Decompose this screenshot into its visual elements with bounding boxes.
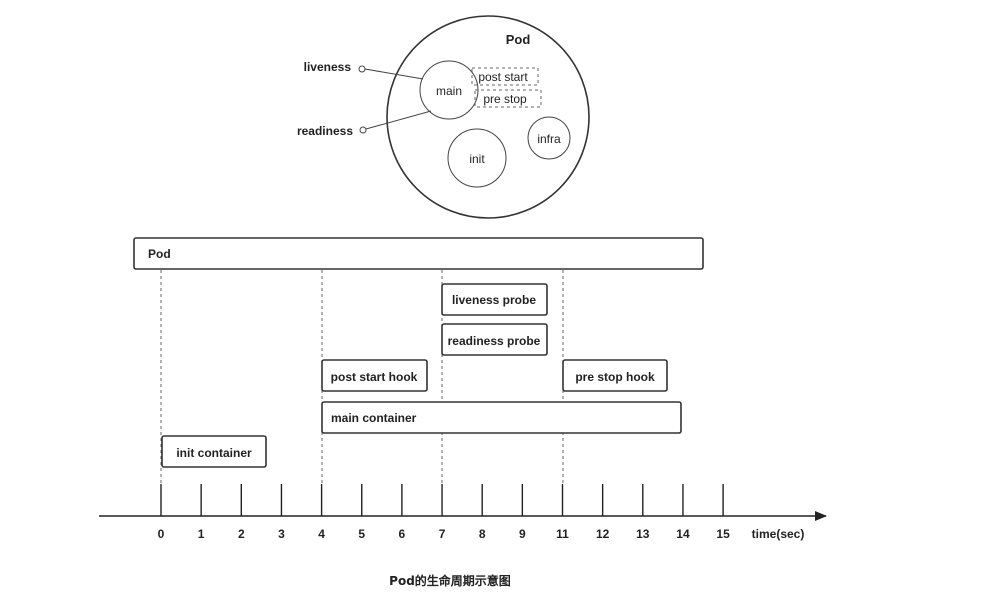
tick-label: 9 <box>519 527 526 541</box>
readiness-dot <box>359 126 367 134</box>
readiness-label: readiness <box>297 124 353 138</box>
init-container-box-label: init container <box>176 446 252 460</box>
pod-circle-label: Pod <box>506 32 531 47</box>
tick-label: 4 <box>318 527 325 541</box>
tick-label: 1 <box>198 527 205 541</box>
init-container-label: init <box>469 152 485 166</box>
main-container-bar <box>321 401 682 434</box>
readiness-connector <box>365 110 432 130</box>
tick-label: 13 <box>636 527 650 541</box>
pre-stop-hook-label: pre stop hook <box>575 370 655 384</box>
tick-label: 15 <box>716 527 730 541</box>
pre-stop-hook-box <box>562 359 668 392</box>
tick-label: 7 <box>439 527 446 541</box>
init-container-box <box>161 435 267 468</box>
post-start-hook-label: post start hook <box>331 370 418 384</box>
post-start-label: post start <box>478 70 528 84</box>
pod-bar-label: Pod <box>148 247 171 261</box>
time-axis-label: time(sec) <box>752 527 805 541</box>
tick-label: 12 <box>596 527 610 541</box>
tick-label: 8 <box>479 527 486 541</box>
infra-container-label: infra <box>537 132 561 146</box>
diagram-caption: Pod的生命周期示意图 <box>389 573 511 588</box>
init-container-circle <box>447 128 507 188</box>
pod-bar <box>133 237 704 270</box>
readiness-probe-label: readiness probe <box>448 334 541 348</box>
liveness-dot <box>358 65 366 73</box>
readiness-probe-box <box>441 323 548 356</box>
tick-label: 11 <box>556 527 569 541</box>
tick-label: 2 <box>238 527 245 541</box>
tick-label: 6 <box>399 527 406 541</box>
pre-stop-box <box>474 89 542 108</box>
liveness-probe-box <box>441 283 548 316</box>
post-start-box <box>471 67 539 86</box>
tick-label: 0 <box>158 527 165 541</box>
pod-circle <box>386 15 590 219</box>
tick-label: 3 <box>278 527 285 541</box>
pre-stop-label: pre stop <box>483 92 527 106</box>
main-container-label: main <box>436 84 462 98</box>
liveness-connector <box>364 68 424 80</box>
tick-marks <box>160 484 724 516</box>
tick-label: 5 <box>358 527 365 541</box>
tick-label: 14 <box>676 527 690 541</box>
timeline-bars: Pod liveness probe readiness probe post … <box>133 237 704 468</box>
post-start-hook-box <box>321 359 428 392</box>
liveness-probe-label: liveness probe <box>452 293 536 307</box>
main-container-bar-label: main container <box>331 411 417 425</box>
infra-container-circle <box>527 116 571 160</box>
pod-structure: Pod main init infra post start pre stop … <box>297 15 590 219</box>
liveness-label: liveness <box>304 60 352 74</box>
